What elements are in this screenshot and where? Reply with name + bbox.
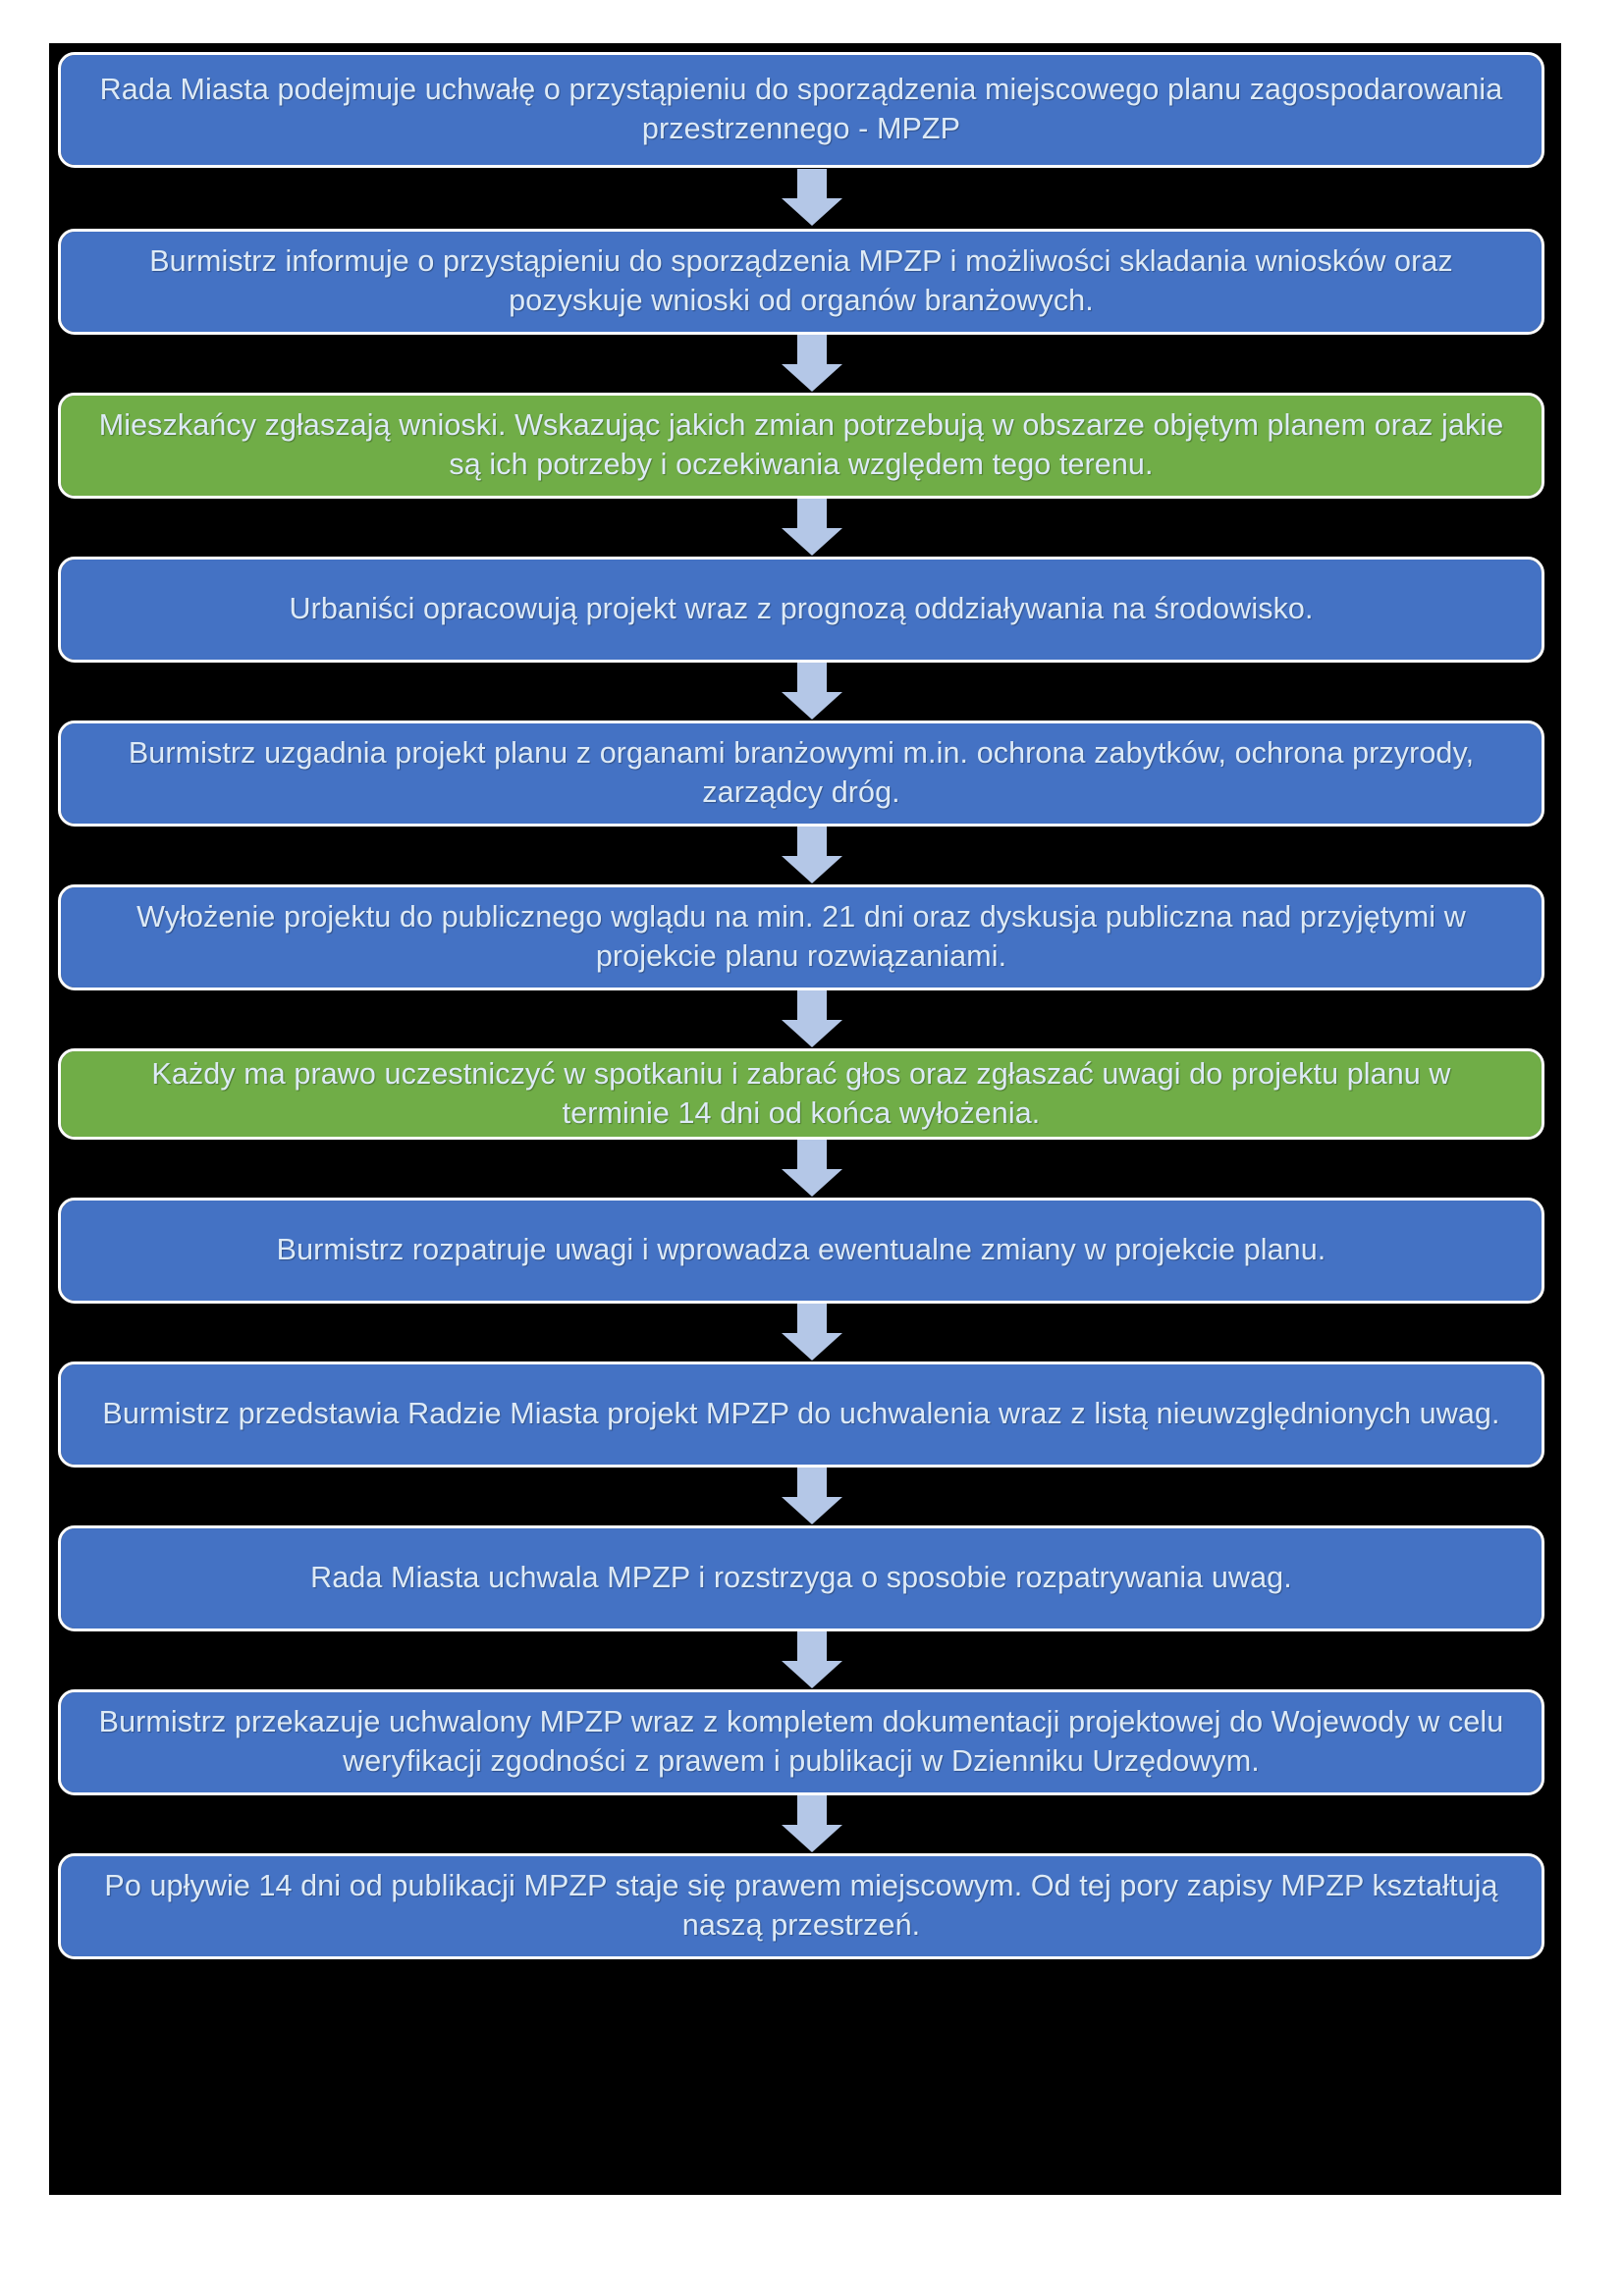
flow-node-12[interactable]: Po upływie 14 dni od publikacji MPZP sta… [58,1853,1544,1959]
down-arrow-icon-1 [782,169,842,226]
flow-node-3[interactable]: Mieszkańcy zgłaszają wnioski. Wskazując … [58,393,1544,499]
flow-node-6[interactable]: Wyłożenie projektu do publicznego wglądu… [58,884,1544,990]
flow-node-10-label: Rada Miasta uchwala MPZP i rozstrzyga o … [310,1561,1292,1595]
flow-node-3-label: Mieszkańcy zgłaszają wnioski. Wskazując … [98,408,1504,481]
flow-node-11[interactable]: Burmistrz przekazuje uchwalony MPZP wraz… [58,1689,1544,1795]
flow-node-9[interactable]: Burmistrz przedstawia Radzie Miasta proj… [58,1362,1544,1468]
flow-node-2-label: Burmistrz informuje o przystąpieniu do s… [149,244,1453,317]
down-arrow-icon-4 [782,663,842,720]
down-arrow-icon-9 [782,1468,842,1524]
flow-node-12-label: Po upływie 14 dni od publikacji MPZP sta… [104,1869,1498,1942]
flow-node-1[interactable]: Rada Miasta podejmuje uchwałę o przystąp… [58,52,1544,168]
flow-node-4-label: Urbaniści opracowują projekt wraz z prog… [289,592,1314,626]
down-arrow-icon-11 [782,1795,842,1852]
flow-node-7[interactable]: Każdy ma prawo uczestniczyć w spotkaniu … [58,1048,1544,1140]
down-arrow-icon-5 [782,827,842,883]
flow-node-9-label: Burmistrz przedstawia Radzie Miasta proj… [102,1397,1500,1431]
flow-node-8-label: Burmistrz rozpatruje uwagi i wprowadza e… [276,1233,1326,1267]
down-arrow-icon-10 [782,1631,842,1688]
flow-node-7-label: Każdy ma prawo uczestniczyć w spotkaniu … [151,1056,1451,1130]
down-arrow-icon-8 [782,1304,842,1361]
down-arrow-icon-2 [782,335,842,392]
flow-node-8[interactable]: Burmistrz rozpatruje uwagi i wprowadza e… [58,1198,1544,1304]
flow-node-2[interactable]: Burmistrz informuje o przystąpieniu do s… [58,229,1544,335]
down-arrow-icon-3 [782,499,842,556]
flow-node-4[interactable]: Urbaniści opracowują projekt wraz z prog… [58,557,1544,663]
flow-node-10[interactable]: Rada Miasta uchwala MPZP i rozstrzyga o … [58,1525,1544,1631]
flow-node-11-label: Burmistrz przekazuje uchwalony MPZP wraz… [98,1705,1504,1778]
down-arrow-icon-7 [782,1140,842,1197]
down-arrow-icon-6 [782,990,842,1047]
flow-node-5[interactable]: Burmistrz uzgadnia projekt planu z organ… [58,721,1544,827]
flow-node-1-label: Rada Miasta podejmuje uchwałę o przystąp… [99,73,1503,145]
flow-node-6-label: Wyłożenie projektu do publicznego wglądu… [136,900,1466,973]
flow-node-5-label: Burmistrz uzgadnia projekt planu z organ… [128,736,1475,809]
